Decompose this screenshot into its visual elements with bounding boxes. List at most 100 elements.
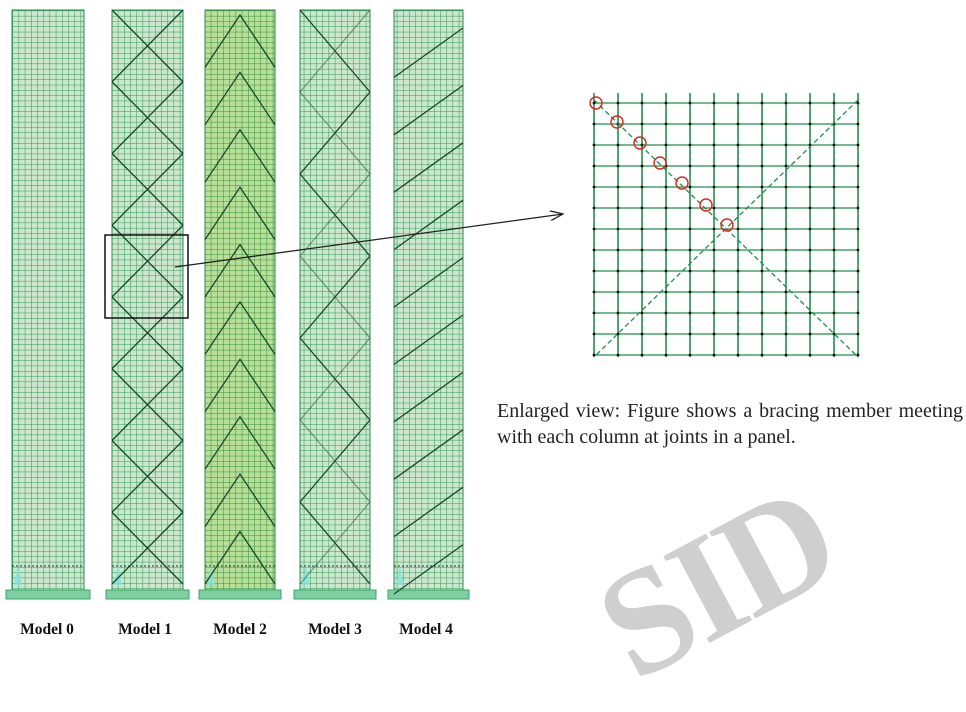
joint-node: [616, 248, 620, 252]
model-4-support-icon: [396, 565, 404, 585]
bracing-member: [111, 81, 184, 154]
model-3-grid: [299, 9, 371, 593]
model-0-support-icon: [14, 565, 22, 585]
bracing-member: [111, 368, 184, 441]
bracing-member: [204, 473, 276, 527]
joint-node: [688, 248, 692, 252]
joint-node: [784, 185, 788, 189]
model-2-base: [198, 589, 282, 600]
bracing-member: [111, 9, 184, 83]
model-1-grid: [111, 9, 184, 593]
joint-node: [856, 185, 860, 189]
joint-marker: [675, 176, 689, 190]
joint-marker: [633, 136, 647, 150]
joint-node: [760, 164, 764, 168]
bracing-member: [204, 186, 276, 240]
joint-node: [784, 101, 788, 105]
bracing-member: [393, 257, 464, 308]
bracing-member: [204, 71, 276, 126]
enlarged-view: [589, 93, 860, 358]
joint-node: [784, 164, 788, 168]
joint-node: [760, 206, 764, 210]
joint-node: [616, 353, 620, 357]
joint-node: [616, 290, 620, 294]
joint-node: [856, 269, 860, 273]
bracing-member: [204, 243, 276, 298]
joint-node: [640, 101, 644, 105]
joint-node: [736, 353, 740, 357]
joint-node: [832, 206, 836, 210]
bracing-member: [204, 358, 276, 413]
bracing-member: [393, 371, 464, 423]
joint-node: [592, 353, 596, 357]
joint-node: [808, 227, 812, 231]
joint-node: [808, 185, 812, 189]
joint-node: [832, 248, 836, 252]
bracing-member: [299, 337, 371, 421]
figure-canvas: [5, 9, 860, 600]
joint-node: [712, 101, 716, 105]
bracing-member: [204, 530, 276, 585]
joint-marker: [589, 96, 603, 110]
joint-node: [664, 353, 668, 357]
joint-node: [688, 353, 692, 357]
joint-node: [592, 248, 596, 252]
joint-node: [688, 122, 692, 126]
joint-node: [664, 311, 668, 315]
bracing-member: [111, 511, 184, 585]
bracing-member: [204, 300, 276, 355]
joint-node: [856, 332, 860, 336]
joint-node: [664, 248, 668, 252]
joint-node: [712, 332, 716, 336]
bracing-member: [299, 255, 371, 339]
callout: [104, 214, 563, 319]
joint-node: [712, 248, 716, 252]
joint-node: [736, 101, 740, 105]
joint-node: [832, 227, 836, 231]
joint-node: [640, 164, 644, 168]
joint-node: [808, 332, 812, 336]
joint-node: [736, 248, 740, 252]
joint-node: [592, 164, 596, 168]
joint-node: [712, 143, 716, 147]
joint-node: [664, 122, 668, 126]
joint-node: [784, 353, 788, 357]
model-1-base: [105, 589, 190, 600]
joint-node: [808, 164, 812, 168]
joint-node: [640, 332, 644, 336]
model-1-panel: [105, 9, 190, 600]
joint-node: [712, 227, 716, 231]
joint-marker: [610, 115, 624, 129]
joint-node: [592, 122, 596, 126]
bracing-member: [393, 486, 464, 538]
bracing-member: [111, 224, 184, 298]
joint-node: [592, 101, 596, 105]
joint-node: [736, 311, 740, 315]
joint-node: [712, 290, 716, 294]
model-0-base: [5, 589, 91, 600]
joint-node: [784, 143, 788, 147]
joint-node: [616, 164, 620, 168]
joint-node: [760, 290, 764, 294]
bracing-member: [393, 314, 464, 365]
joint-node: [808, 269, 812, 273]
joint-node: [664, 101, 668, 105]
joint-node: [688, 290, 692, 294]
bracing-member: [299, 9, 371, 93]
joint-node: [856, 353, 860, 357]
joint-node: [736, 185, 740, 189]
joint-node: [808, 353, 812, 357]
joint-node: [808, 248, 812, 252]
joint-node: [712, 164, 716, 168]
bracing-member: [111, 440, 184, 513]
joint-node: [832, 290, 836, 294]
joint-node: [616, 143, 620, 147]
model-0-panel: [5, 9, 91, 600]
joint-node: [688, 269, 692, 273]
bracing-member: [111, 296, 184, 370]
joint-node: [856, 164, 860, 168]
joint-marker: [720, 218, 734, 232]
joint-node: [688, 101, 692, 105]
joint-node: [616, 185, 620, 189]
joint-node: [616, 269, 620, 273]
